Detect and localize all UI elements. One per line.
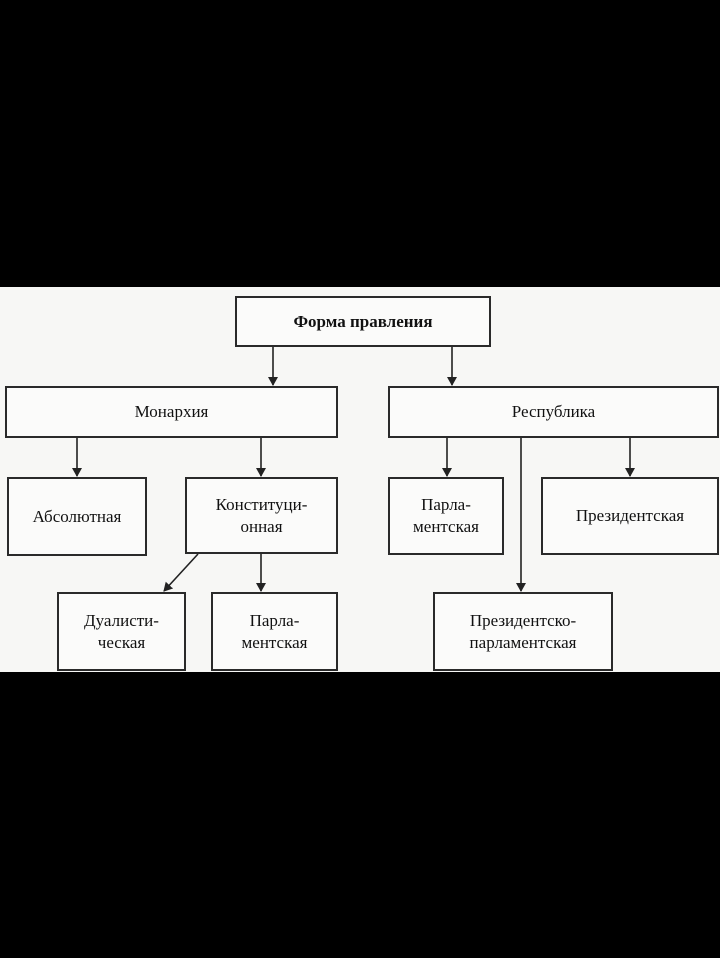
node-presidential: Президентская (541, 477, 719, 555)
node-label-line: ментская (413, 517, 479, 536)
node-dualistic: Дуалисти- ческая (57, 592, 186, 671)
node-label-line: парламентская (469, 632, 577, 652)
node-label-line: ментская (241, 632, 308, 652)
node-label-line: Конституци- (215, 494, 308, 514)
node-presidential-parliamentary: Президентско- парламентская (433, 592, 613, 671)
node-label: Абсолютная (32, 506, 122, 526)
node-label-line: Парла- (421, 495, 471, 514)
node-label-line: онная (240, 516, 283, 536)
node-label: Монархия (134, 402, 209, 421)
node-monarchy-parliamentary: Парла- ментская (211, 592, 338, 671)
node-label: Форма правления (293, 311, 433, 331)
node-label-line: Дуалисти- (84, 610, 159, 630)
node-constitutional: Конституци- онная (185, 477, 338, 554)
node-monarchy: Монархия (5, 386, 338, 438)
node-label-line: Парла- (249, 610, 300, 630)
node-label: Президентская (575, 506, 685, 525)
node-absolute: Абсолютная (7, 477, 147, 556)
node-label-line: Президентско- (469, 610, 577, 630)
node-form-of-government: Форма правления (235, 296, 491, 347)
node-label-line: ческая (97, 632, 146, 652)
node-label: Республика (511, 402, 596, 421)
arrow-constitutional-dualistic (163, 553, 199, 592)
node-republic-parliamentary: Парла- ментская (388, 477, 504, 555)
node-republic: Республика (388, 386, 719, 438)
